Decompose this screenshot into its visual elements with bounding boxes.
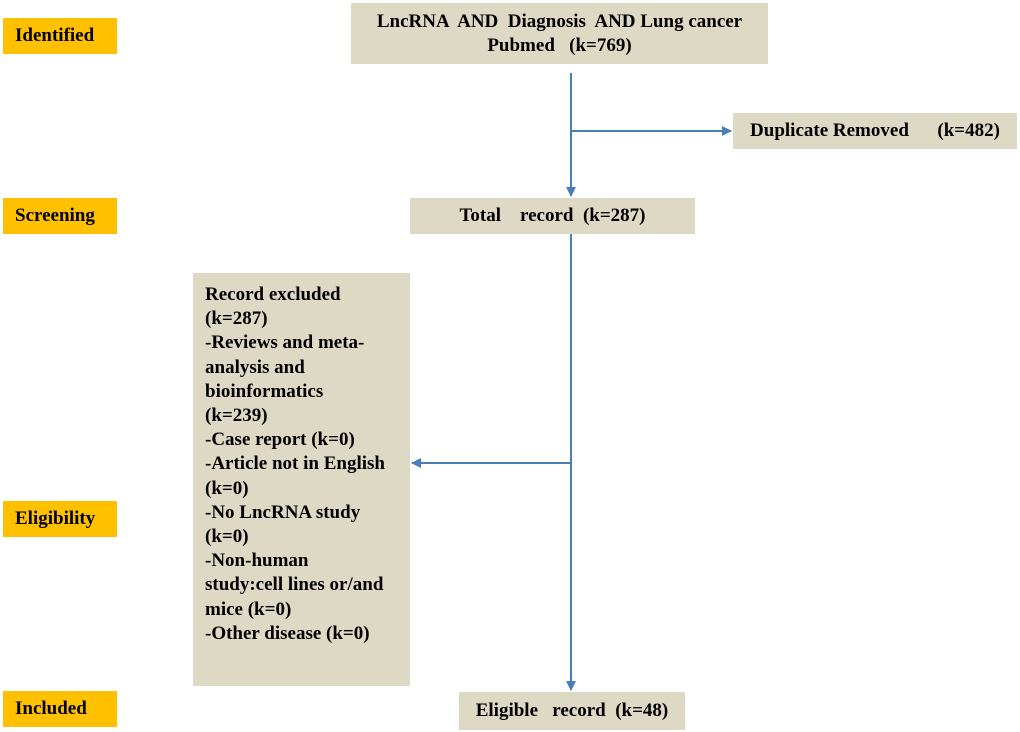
stage-included: Included bbox=[3, 691, 117, 727]
excluded-line: -Case report (k=0) bbox=[205, 429, 355, 451]
excluded-line: mice (k=0) bbox=[205, 598, 292, 620]
stage-identified: Identified bbox=[3, 18, 117, 54]
search-box: LncRNA AND Diagnosis AND Lung cancer Pub… bbox=[351, 3, 768, 64]
excluded-line: study:cell lines or/and bbox=[205, 574, 384, 596]
duplicate-box-label: Duplicate Removed (k=482) bbox=[750, 120, 1000, 141]
stage-included-label: Included bbox=[15, 698, 87, 719]
excluded-line: bioinformatics bbox=[205, 380, 324, 402]
excluded-line: (k=0) bbox=[205, 477, 249, 499]
stage-eligibility: Eligibility bbox=[3, 501, 117, 537]
excluded-line: (k=0) bbox=[205, 526, 249, 548]
excluded-line: (k=287) bbox=[205, 308, 268, 330]
search-box-line1: LncRNA AND Diagnosis AND Lung cancer bbox=[376, 10, 743, 32]
excluded-line: Record excluded bbox=[205, 284, 341, 305]
eligible-record-box: Eligible record (k=48) bbox=[459, 692, 685, 730]
excluded-line: (k=239) bbox=[205, 405, 268, 427]
stage-identified-label: Identified bbox=[15, 25, 95, 46]
excluded-line: -No LncRNA study bbox=[205, 501, 361, 523]
stage-screening: Screening bbox=[3, 198, 117, 234]
excluded-line: -Non-human bbox=[205, 550, 309, 572]
eligible-record-label: Eligible record (k=48) bbox=[475, 700, 669, 721]
excluded-line: -Reviews and meta- bbox=[205, 332, 365, 354]
search-box-line2: Pubmed (k=769) bbox=[487, 34, 632, 56]
duplicate-box: Duplicate Removed (k=482) bbox=[733, 113, 1017, 149]
excluded-line: -Article not in English bbox=[205, 453, 385, 475]
stage-eligibility-label: Eligibility bbox=[15, 508, 96, 529]
total-record-box: Total record (k=287) bbox=[410, 198, 695, 234]
excluded-line: analysis and bbox=[205, 356, 305, 378]
excluded-box: Record excluded (k=287) -Reviews and met… bbox=[193, 273, 410, 686]
excluded-line: -Other disease (k=0) bbox=[205, 622, 370, 644]
total-record-label: Total record (k=287) bbox=[459, 205, 646, 226]
stage-screening-label: Screening bbox=[15, 205, 95, 226]
